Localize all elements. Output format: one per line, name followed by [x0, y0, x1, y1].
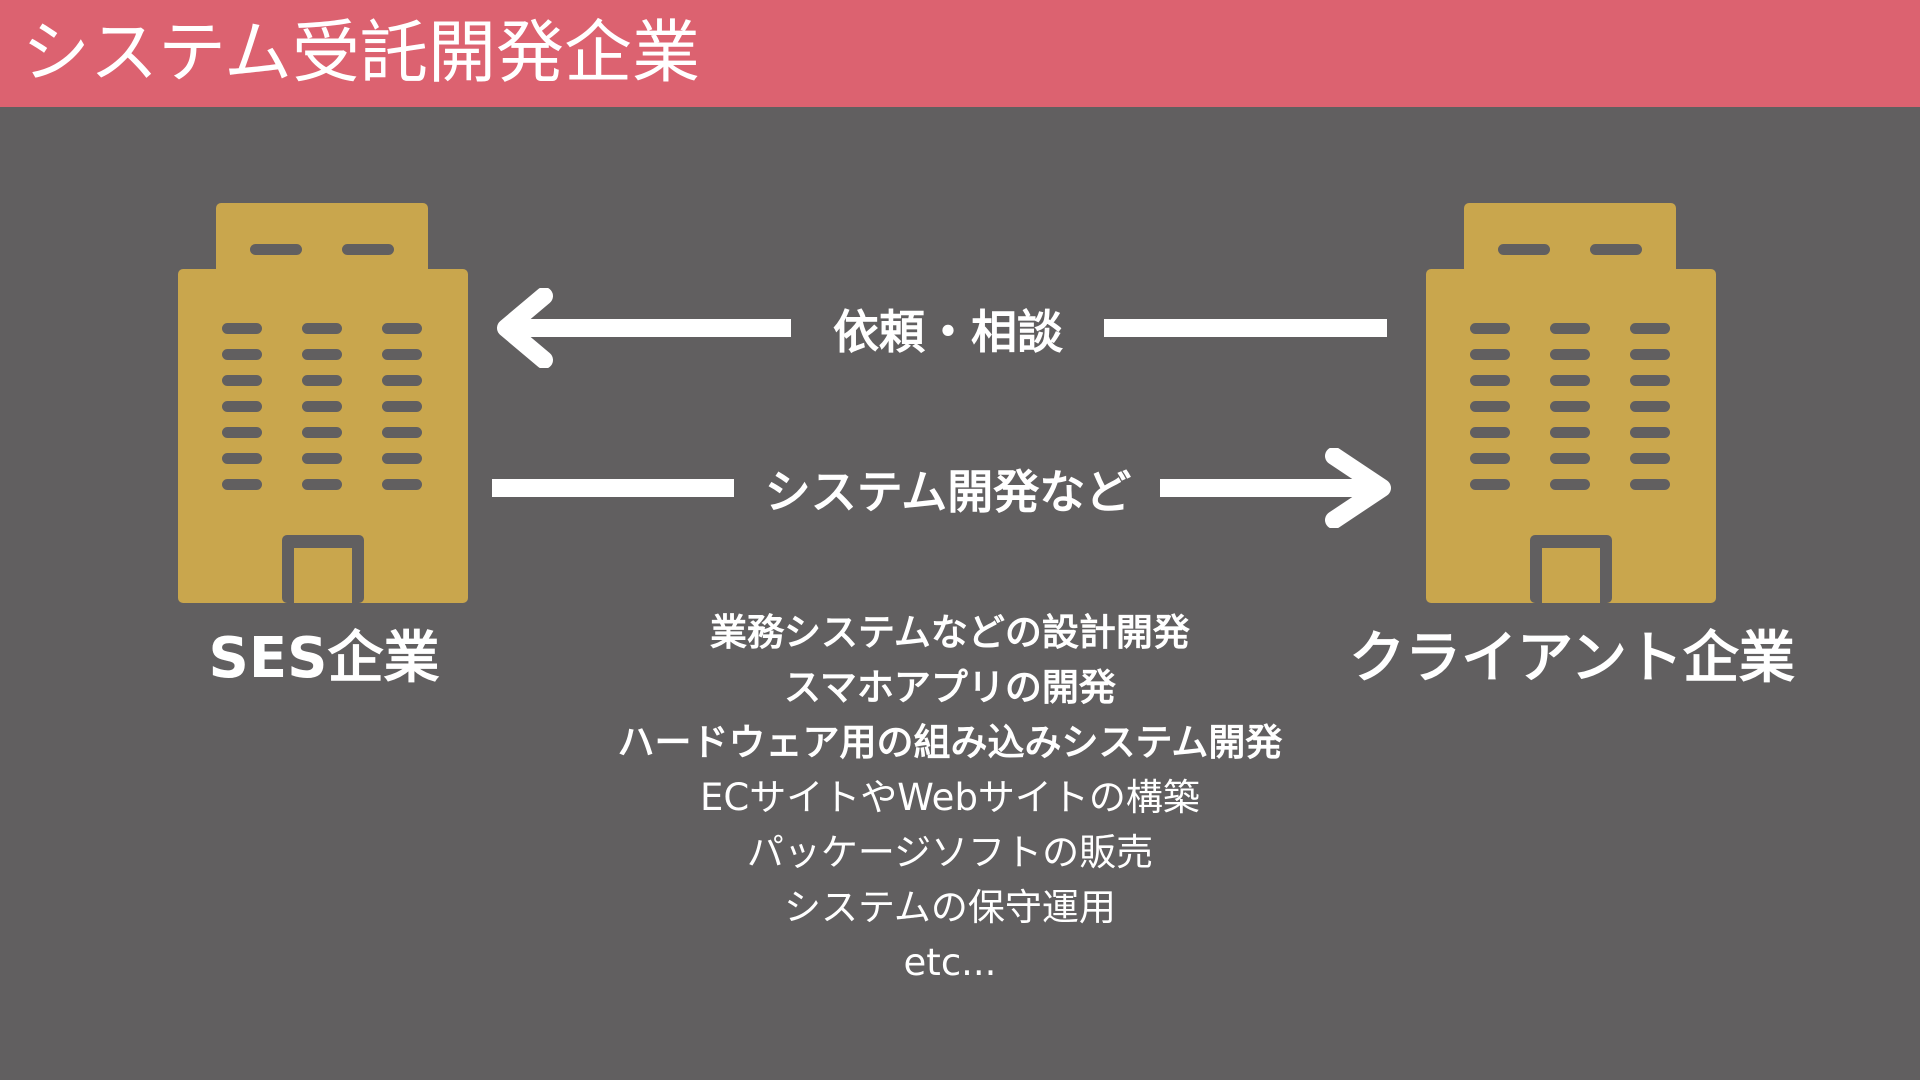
service-item: システムの保守運用	[784, 886, 1116, 929]
service-item: ハードウェア用の組み込みシステム開発	[617, 721, 1283, 764]
services-list: 業務システムなどの設計開発スマホアプリの開発ハードウェア用の組み込みシステム開発…	[560, 605, 1340, 990]
service-item: スマホアプリの開発	[784, 666, 1116, 709]
service-item: 業務システムなどの設計開発	[710, 611, 1190, 654]
delivery-arrow	[488, 448, 1392, 528]
service-item: etc...	[903, 941, 997, 984]
service-item: ECサイトやWebサイトの構築	[700, 776, 1200, 819]
client-company-label: クライアント企業	[1349, 626, 1795, 691]
request-arrow	[488, 288, 1392, 368]
request-label: 依頼・相談	[833, 305, 1063, 359]
service-item: パッケージソフトの販売	[746, 831, 1154, 874]
title-bar: システム受託開発企業	[0, 0, 1920, 107]
client-company-building-icon	[1426, 203, 1718, 603]
ses-company-building-icon	[178, 203, 470, 603]
page-title: システム受託開発企業	[22, 14, 700, 93]
ses-company-label: SES企業	[208, 626, 440, 691]
delivery-label: システム開発など	[764, 465, 1132, 519]
